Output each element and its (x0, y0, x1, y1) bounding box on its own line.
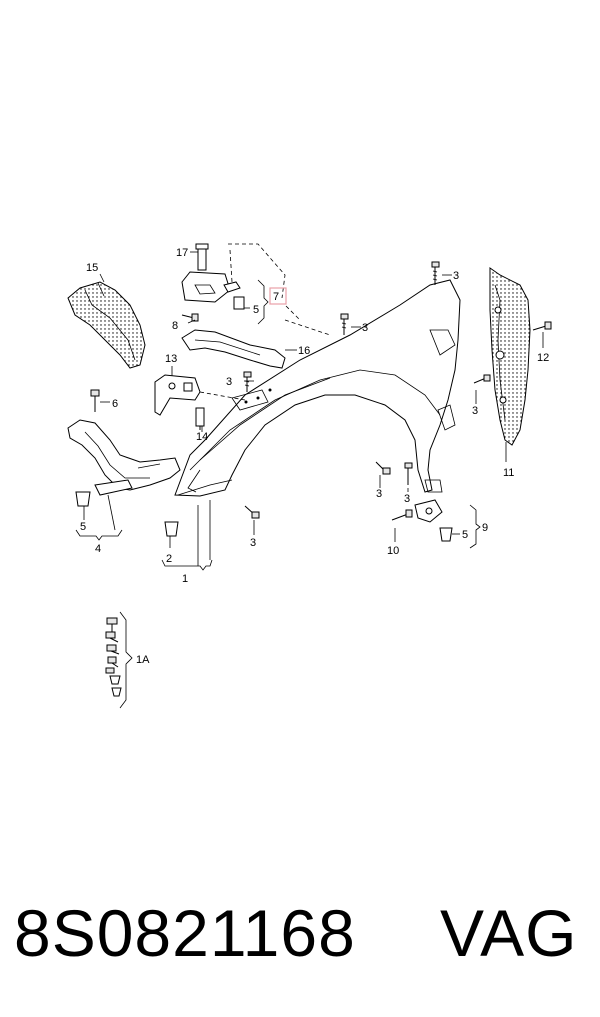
fender-panel (174, 279, 461, 497)
lower-bracket (67, 419, 181, 496)
callout-9: 9 (482, 522, 488, 534)
callout-12: 12 (537, 352, 549, 364)
callout-7: 7 (273, 291, 279, 303)
callout-8: 8 (172, 320, 178, 332)
callout-10: 10 (387, 545, 399, 557)
callout-1a: 1A (136, 654, 150, 666)
callout-3-screw: 3 (404, 493, 410, 505)
callout-1: 1 (182, 573, 188, 585)
insulation-part (67, 281, 146, 369)
brand-name: VAG (440, 896, 578, 970)
callout-5-left: 5 (80, 521, 86, 533)
callout-3-left: 3 (226, 376, 232, 388)
part-footer: 8S0821168 VAG (0, 878, 600, 988)
callout-3-top-right: 3 (453, 270, 459, 282)
support-bracket (154, 374, 246, 427)
callout-15: 15 (86, 262, 98, 274)
screws (75, 261, 552, 542)
callout-4: 4 (95, 543, 101, 555)
callout-5-right: 5 (462, 529, 468, 541)
callout-2: 2 (166, 553, 172, 565)
callout-labels: 1 1A 2 3 3 3 3 3 3 3 4 5 5 5 6 7 8 9 10 … (80, 247, 549, 666)
callout-17: 17 (176, 247, 188, 259)
callout-13: 13 (165, 353, 177, 365)
callout-3-top-mid: 3 (362, 322, 368, 334)
leader-lines (75, 251, 544, 709)
fastener-kit-1a (105, 617, 122, 697)
callout-6: 6 (112, 398, 118, 410)
callout-5-upper: 5 (253, 304, 259, 316)
fender-bracket (181, 329, 286, 369)
upper-bracket (181, 243, 331, 336)
callout-16: 16 (298, 345, 310, 357)
highlight-7 (269, 287, 287, 305)
part-number: 8S0821168 (14, 896, 356, 970)
callout-11: 11 (503, 467, 514, 479)
callout-14: 14 (196, 431, 208, 443)
callout-3-right-lower: 3 (376, 488, 382, 500)
callout-3-lower: 3 (250, 537, 256, 549)
callout-3-liner: 3 (472, 405, 478, 417)
wheel-arch-liner (489, 267, 531, 446)
